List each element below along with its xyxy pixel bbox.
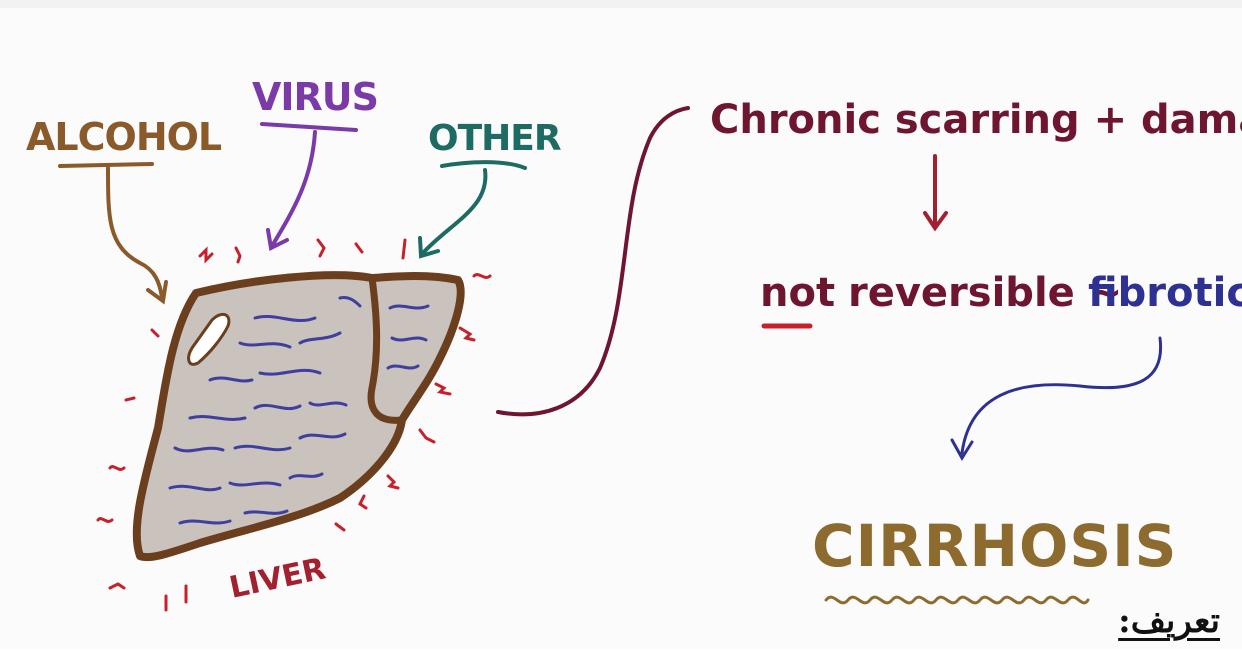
other-arrow [422, 170, 485, 254]
other-label: OTHER [428, 118, 561, 159]
other-underline [442, 162, 525, 168]
cirrhosis-squiggle [826, 597, 1088, 603]
alcohol-arrow [108, 168, 162, 298]
virus-underline [262, 124, 356, 130]
liver-outline [137, 275, 461, 557]
liver-label: LIVER [226, 551, 328, 605]
cirrhosis-diagram: ALCOHOL VIRUS OTHER [0, 8, 1242, 657]
not-text: not [760, 270, 835, 316]
virus-arrow [272, 132, 315, 246]
reversible-text: reversible ~ [848, 270, 1122, 316]
alcohol-label: ALCOHOL [26, 115, 222, 159]
fibrotic-text: fibrotic [1088, 270, 1242, 316]
down-arrow-1 [925, 156, 946, 228]
definition-heading: تعريف: [1118, 601, 1220, 641]
fibrotic-arrow [962, 338, 1161, 453]
alcohol-underline [60, 164, 152, 166]
cirrhosis-label: CIRRHOSIS [812, 512, 1177, 580]
chronic-scarring-text: Chronic scarring + damage [710, 97, 1242, 143]
virus-label: VIRUS [252, 75, 378, 119]
